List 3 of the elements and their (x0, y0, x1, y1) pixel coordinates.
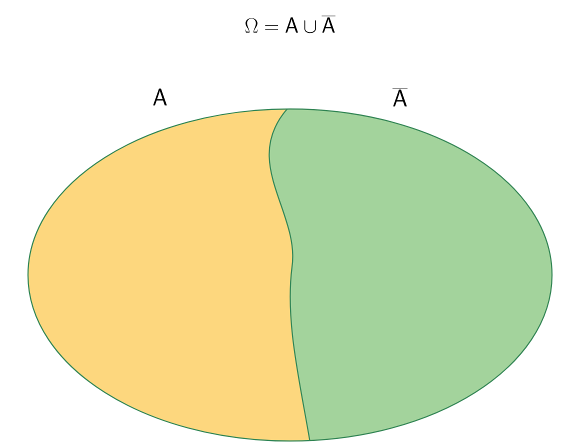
node-label: $\mathsf{A}$ (153, 88, 167, 106)
title: $\Omega = \mathsf{A} \cup \overline{\mathsf{A}}$ (245, 16, 336, 34)
node-label: $\overline{\mathsf{A}}$ (392, 88, 408, 106)
